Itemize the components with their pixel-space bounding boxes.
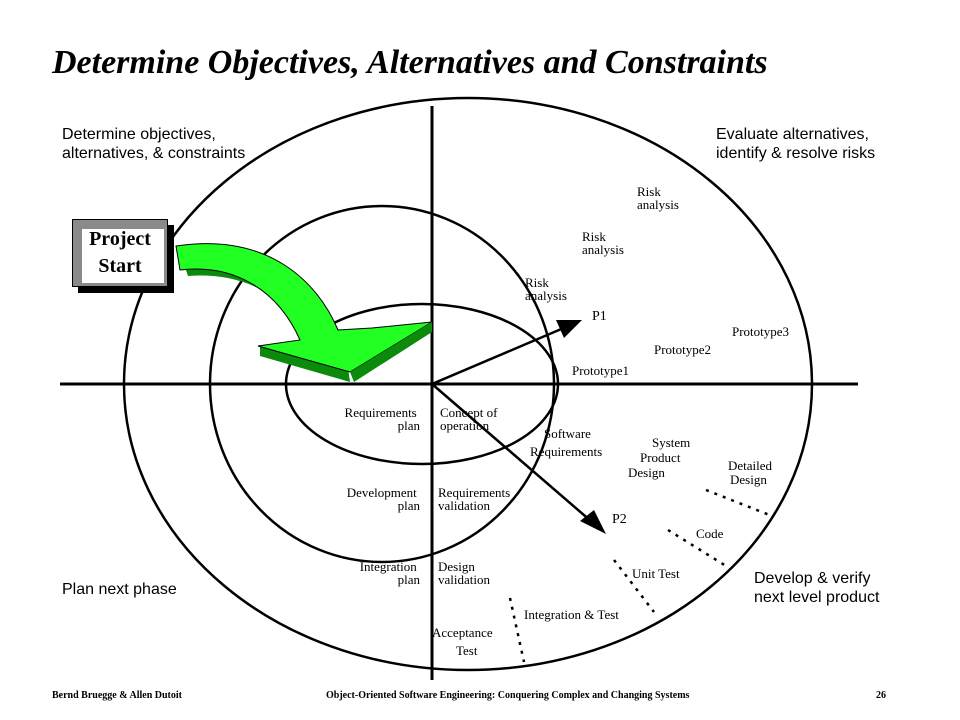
quadrant-plan-label: Plan next phase bbox=[62, 581, 177, 598]
code-label: Code bbox=[696, 526, 724, 541]
concept-of-operation-label: Concept of operation bbox=[440, 405, 501, 433]
page-title: Determine Objectives, Alternatives and C… bbox=[52, 44, 768, 81]
system-product-design-label: System Product Design bbox=[628, 435, 694, 480]
footer-page-number: 26 bbox=[876, 690, 886, 701]
risk-analysis-outer: Risk analysis bbox=[637, 184, 679, 212]
project-start-line-2: Start bbox=[98, 255, 142, 277]
quadrant-evaluate-label: Evaluate alternatives, identify & resolv… bbox=[716, 126, 875, 162]
project-start-arrow bbox=[175, 243, 433, 382]
unit-test-label: Unit Test bbox=[632, 566, 680, 581]
footer-book-title: Object-Oriented Software Engineering: Co… bbox=[326, 690, 690, 701]
acceptance-test-label: Acceptance Test bbox=[432, 625, 496, 658]
arrowhead-p1 bbox=[556, 320, 582, 338]
arrowhead-p2 bbox=[580, 510, 606, 534]
risk-analysis-middle: Risk analysis bbox=[582, 229, 624, 257]
quadrant-develop-label: Develop & verify next level product bbox=[754, 570, 880, 606]
cycle-outer bbox=[122, 96, 814, 672]
quadrant-objectives-label: Determine objectives, alternatives, & co… bbox=[62, 126, 245, 162]
integration-test-label: Integration & Test bbox=[524, 607, 619, 622]
footer-authors: Bernd Bruegge & Allen Dutoit bbox=[52, 690, 182, 701]
vector-p1-label: P1 bbox=[592, 309, 607, 324]
requirements-validation-label: Requirements validation bbox=[438, 485, 513, 513]
vector-p2-label: P2 bbox=[612, 512, 627, 527]
project-start-box: Project Start bbox=[72, 219, 168, 287]
requirements-plan-label: Requirements plan bbox=[345, 405, 421, 433]
project-start-line-1: Project bbox=[89, 228, 151, 250]
cycle-inner bbox=[284, 302, 560, 466]
prototype-2-label: Prototype2 bbox=[654, 342, 711, 357]
vector-p1 bbox=[431, 325, 567, 386]
cycle-middle bbox=[208, 204, 556, 564]
vector-p2 bbox=[431, 383, 593, 523]
phase-dividers bbox=[508, 488, 773, 663]
prototype-3-label: Prototype3 bbox=[732, 324, 789, 339]
software-requirements-label: Software Requirements bbox=[530, 426, 602, 459]
prototype-1-label: Prototype1 bbox=[572, 363, 629, 378]
integration-plan-label: Integration plan bbox=[360, 559, 421, 587]
development-plan-label: Development plan bbox=[347, 485, 421, 513]
design-validation-label: Design validation bbox=[438, 559, 490, 587]
detailed-design-label: Detailed Design bbox=[728, 458, 775, 487]
risk-analysis-inner: Risk analysis bbox=[525, 275, 567, 303]
